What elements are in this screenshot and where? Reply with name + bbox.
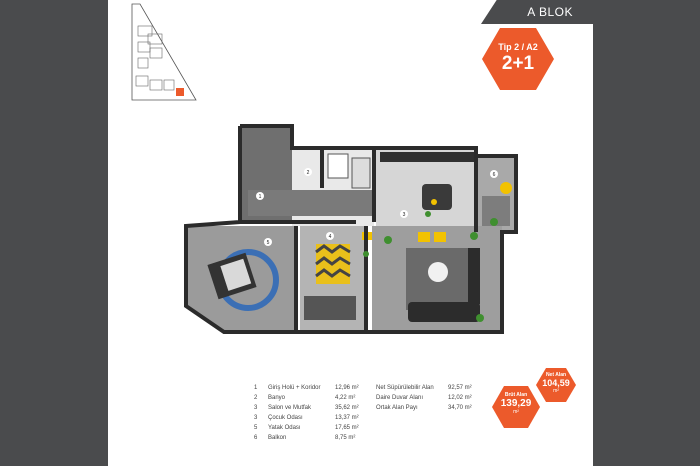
- gross-area-unit: m²: [513, 409, 519, 415]
- net-area-unit: m²: [553, 388, 559, 394]
- unit-type-badge: Tip 2 / A2 2+1: [482, 28, 554, 90]
- room-marker-2: 2: [307, 170, 310, 176]
- room-marker-4: 4: [329, 234, 332, 240]
- floor-plan-page: A BLOK Tip 2 / A2 2+1: [108, 0, 593, 466]
- room-marker-6: 6: [493, 172, 496, 178]
- legend-row: 3 Çocuk Odası 13,37 m²: [254, 415, 359, 421]
- apartment-floor-plan: 1 2 3 4 5 6: [184, 124, 518, 334]
- block-header-bar: [481, 0, 593, 24]
- legend-row: 5 Yatak Odası 17,65 m²: [254, 425, 359, 431]
- legend-row: 1 Giriş Holü + Koridor 12,96 m² Net Süpü…: [254, 385, 472, 391]
- room-marker-5: 5: [267, 240, 270, 246]
- selected-unit-marker: [176, 88, 184, 96]
- room-marker-3: 3: [403, 212, 406, 218]
- legend-row: 6 Balkon 8,75 m²: [254, 435, 356, 441]
- block-label: A BLOK: [527, 5, 573, 19]
- legend-row: 2 Banyo 4,22 m² Daire Duvar Alanı 12,02 …: [254, 395, 472, 401]
- net-area-label: Net Alan: [545, 372, 567, 378]
- room-marker-1: 1: [259, 194, 262, 200]
- legend-row: 3 Salon ve Mutfak 35,62 m² Ortak Alan Pa…: [254, 405, 472, 411]
- net-area-value: 104,59: [542, 378, 570, 388]
- unit-type-label: Tip 2 / A2: [498, 42, 538, 52]
- gross-area-badge: Brüt Alan 139,29 m²: [492, 386, 540, 428]
- site-key-plan: [131, 3, 197, 101]
- net-area-badge: Net Alan 104,59 m²: [536, 368, 576, 402]
- gross-area-label: Brüt Alan: [504, 392, 528, 398]
- gross-area-value: 139,29: [500, 398, 532, 409]
- unit-layout: 2+1: [501, 53, 535, 74]
